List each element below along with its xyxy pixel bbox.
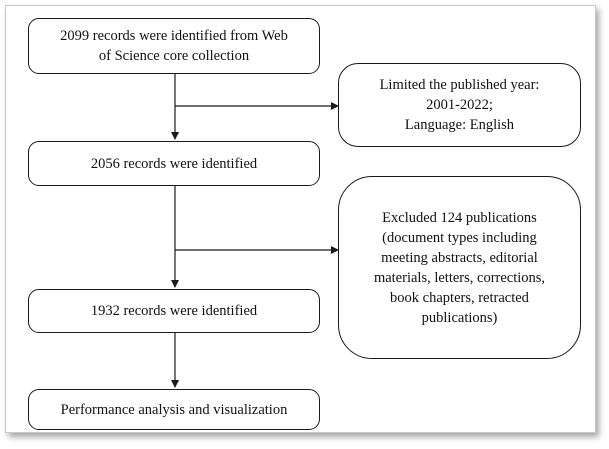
records-identified-wos-box: 2099 records were identified from Web of… — [28, 18, 320, 74]
performance-analysis-box: Performance analysis and visualization — [28, 389, 320, 430]
performance-analysis-text: Performance analysis and visualization — [60, 401, 288, 418]
records-2056-text: 2056 records were identified — [90, 155, 258, 172]
records-1932-text: 1932 records were identified — [90, 303, 258, 319]
excluded-publications-box: Excluded 124 publications (document type… — [338, 176, 581, 359]
records-identified-wos-text: 2099 records were identified from Web of… — [60, 28, 288, 64]
records-1932-box: 1932 records were identified — [28, 289, 320, 333]
filter-year-language-box: Limited the published year: 2001-2022; L… — [338, 63, 581, 147]
records-2056-box: 2056 records were identified — [28, 141, 320, 186]
filter-year-language-text: Limited the published year: 2001-2022; L… — [379, 77, 540, 133]
excluded-publications-text: Excluded 124 publications (document type… — [373, 209, 546, 326]
